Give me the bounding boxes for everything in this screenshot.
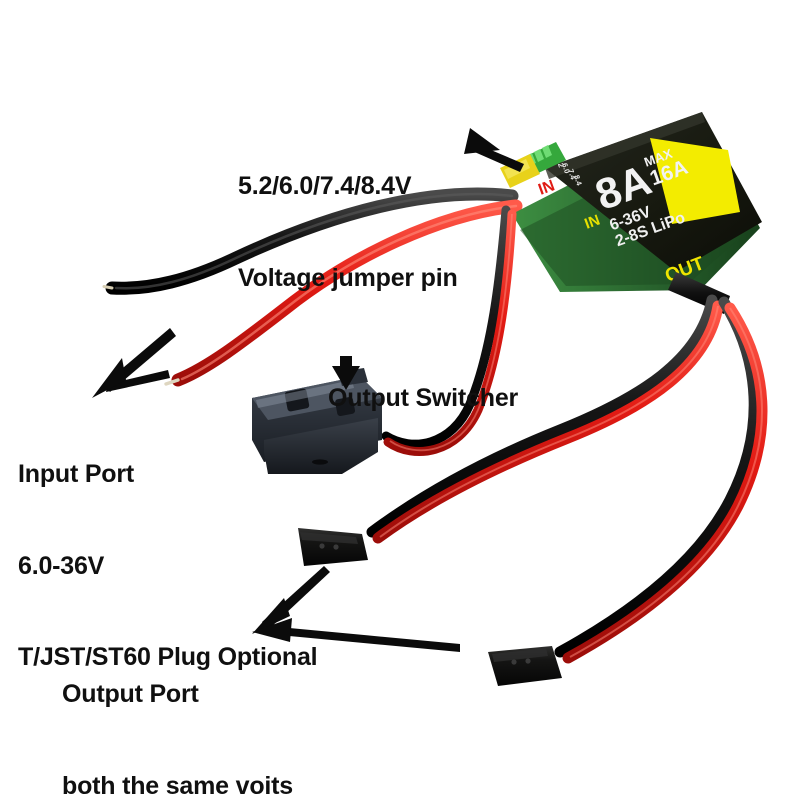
- output-a-positive-highlight: [379, 305, 719, 538]
- switch-button-2[interactable]: [335, 396, 356, 417]
- arrow-output-head-b: [252, 618, 292, 642]
- annotation-output-port: Output Port both the same voits Max 8A/P…: [62, 618, 293, 800]
- annotation-output-port-line-1: Output Port: [62, 680, 199, 708]
- arrow-input-shaft-b: [106, 370, 170, 392]
- plug-2-pin-hole-1: [511, 659, 517, 665]
- arrow-input-head: [92, 358, 126, 398]
- regulator-board: 8A MAX 16A IN 6-36V 2-8S LiPo OUT IN 5.2…: [500, 112, 762, 314]
- annotation-input-port: Input Port 6.0-36V T/JST/ST60 Plug Optio…: [18, 398, 318, 734]
- arrow-output-switcher: [332, 356, 360, 390]
- switch-lead-group: [381, 205, 517, 456]
- tick-8-4: 8.4: [572, 174, 584, 187]
- annotation-output-switcher: Output Switcher: [328, 322, 518, 475]
- switch-lead-highlight: [389, 213, 513, 452]
- switch-top-face: [252, 376, 382, 420]
- annotation-voltage-jumper-line-1: 5.2/6.0/7.4/8.4V: [238, 172, 412, 200]
- annotation-voltage-jumper: 5.2/6.0/7.4/8.4V Voltage jumper pin: [238, 110, 458, 354]
- output-b-positive-highlight: [569, 307, 763, 658]
- in-marker-group: IN: [536, 177, 557, 198]
- annotation-arrows: [92, 128, 524, 652]
- switch-specular-highlight: [256, 380, 354, 408]
- silk-in-marker: IN: [536, 177, 557, 198]
- annotation-output-port-line-2: both the same voits: [62, 771, 293, 800]
- output-wire-group: [366, 294, 768, 664]
- tick-6-0: 6.0: [560, 162, 572, 175]
- annotation-input-port-line-3: T/JST/ST60 Plug Optional: [18, 643, 318, 671]
- input-positive-tinned-end: [164, 378, 180, 386]
- arrow-voltage-jumper: [464, 128, 524, 172]
- output-b-negative: [554, 296, 760, 658]
- arrow-output-shaft-b: [268, 626, 460, 652]
- jumper-pin-2: [534, 149, 544, 162]
- plug-1-pin-hole-1: [319, 543, 325, 549]
- annotation-output-switcher-line-1: Output Switcher: [328, 384, 519, 412]
- arrow-switcher-head: [332, 366, 360, 390]
- arrow-output-port: [252, 566, 460, 652]
- plug-1-pin-hole-2: [333, 544, 339, 550]
- tick-7-4: 7.4: [566, 168, 578, 181]
- plug-2-pin-hole-2: [525, 658, 531, 664]
- input-wire-group: [102, 187, 523, 387]
- annotation-input-port-line-1: Input Port: [18, 460, 135, 488]
- switch-lead-black: [381, 205, 511, 449]
- input-negative-highlight: [114, 192, 514, 290]
- yellow-label: [650, 138, 740, 224]
- output-connector-1[interactable]: [298, 528, 368, 566]
- annotation-input-port-line-2: 6.0-36V: [18, 551, 105, 580]
- jumper-pin-3: [542, 145, 552, 158]
- switch-front-slot: [312, 459, 328, 465]
- arrow-jumper-head: [464, 128, 500, 154]
- arrow-input-port: [92, 328, 176, 398]
- plug-2-top-bevel: [492, 648, 548, 662]
- output-a-negative: [366, 294, 718, 538]
- silk-in-label: IN: [582, 212, 602, 233]
- switch-button-1[interactable]: [284, 388, 310, 412]
- arrow-output-head-a: [252, 598, 290, 634]
- switch-front-face: [264, 418, 378, 474]
- input-negative-tinned-end: [102, 285, 114, 290]
- output-connector-2[interactable]: [488, 646, 562, 686]
- plug-1-top-bevel: [300, 532, 358, 544]
- module-top-bevel: [545, 112, 705, 179]
- annotation-voltage-jumper-line-2: Voltage jumper pin: [238, 263, 458, 292]
- input-positive-highlight: [180, 204, 518, 381]
- output-switch-module[interactable]: [252, 368, 382, 474]
